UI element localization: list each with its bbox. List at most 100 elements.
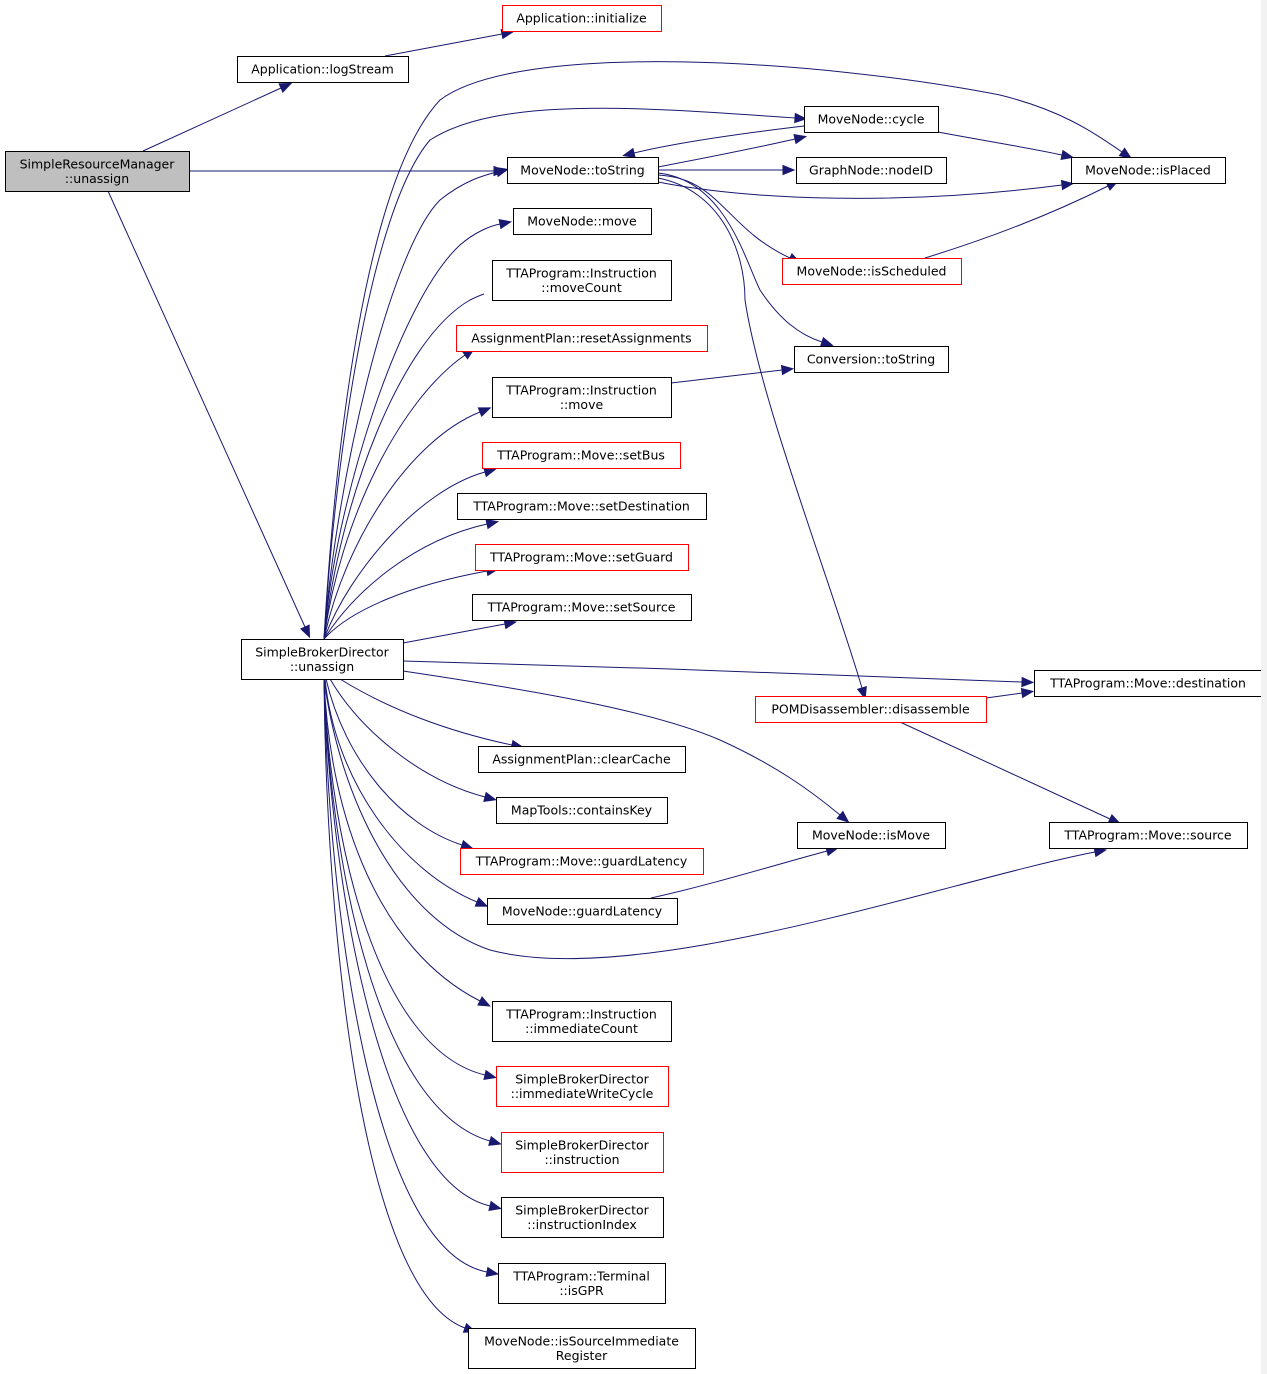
node-sbd-instruction[interactable]: SimpleBrokerDirector::instruction	[501, 1132, 664, 1173]
node-box	[492, 260, 672, 301]
node-box	[478, 746, 686, 773]
arrowhead	[1118, 147, 1133, 159]
node-tta-term-isgpr[interactable]: TTAProgram::Terminal::isGPR	[498, 1263, 666, 1304]
node-label: SimpleBrokerDirector	[515, 1137, 649, 1152]
node-label: MoveNode::guardLatency	[502, 904, 663, 919]
node-sbd-unassign[interactable]: SimpleBrokerDirector::unassign	[241, 639, 404, 680]
node-label: MapTools::containsKey	[511, 803, 653, 818]
node-tta-move-source[interactable]: TTAProgram::Move::source	[1049, 822, 1248, 849]
edge-sbd-unassign-to-ap-reset	[323, 347, 476, 640]
edge-srm-unassign-to-app-logstream	[142, 82, 293, 152]
node-box	[1071, 157, 1226, 184]
node-box	[794, 346, 949, 373]
arrowhead	[300, 624, 311, 639]
arrowhead	[485, 1266, 500, 1278]
edge-sbd-unassign-to-mn-guardlat	[324, 678, 489, 907]
node-mn-isscheduled[interactable]: MoveNode::isScheduled	[782, 258, 962, 285]
node-label: TTAProgram::Move::setDestination	[472, 499, 690, 514]
node-box	[496, 1066, 669, 1107]
node-sbd-instrindex[interactable]: SimpleBrokerDirector::instructionIndex	[501, 1197, 664, 1238]
node-mn-cycle[interactable]: MoveNode::cycle	[804, 106, 939, 133]
node-tta-move-setsource[interactable]: TTAProgram::Move::setSource	[472, 594, 692, 621]
node-mn-tostring[interactable]: MoveNode::toString	[507, 157, 659, 184]
edge-mn-tostring-to-gn-nodeid	[658, 164, 796, 176]
node-ap-reset[interactable]: AssignmentPlan::resetAssignments	[456, 325, 708, 352]
node-label: AssignmentPlan::clearCache	[492, 752, 671, 767]
edge-sbd-unassign-to-tta-move-setsource	[402, 618, 518, 644]
nodes-layer: SimpleResourceManager::unassign Applicati…	[5, 5, 1263, 1369]
arrowhead	[483, 791, 497, 802]
node-app-initialize[interactable]: Application::initialize	[502, 5, 662, 32]
arrowhead	[1020, 687, 1035, 699]
node-label: ::moveCount	[541, 280, 622, 295]
edge-sbd-unassign-to-mn-move	[323, 218, 513, 640]
node-mn-ismove[interactable]: MoveNode::isMove	[797, 822, 946, 849]
node-sbd-immwritecycle[interactable]: SimpleBrokerDirector::immediateWriteCycl…	[496, 1066, 669, 1107]
node-box	[797, 822, 946, 849]
node-box	[457, 493, 707, 520]
node-label: ::unassign	[65, 171, 129, 186]
node-box	[1034, 670, 1263, 697]
node-label: TTAProgram::Move::guardLatency	[475, 854, 688, 869]
node-label: AssignmentPlan::resetAssignments	[471, 331, 691, 346]
arrowhead	[1060, 149, 1075, 161]
node-tta-instr-move[interactable]: TTAProgram::Instruction::move	[492, 377, 672, 418]
node-srm-unassign[interactable]: SimpleResourceManager::unassign	[5, 151, 190, 192]
node-pom-disassemble[interactable]: POMDisassembler::disassemble	[755, 696, 987, 723]
node-label: ::immediateWriteCycle	[511, 1086, 654, 1101]
edge-sbd-unassign-to-mn-isplaced	[323, 61, 1133, 640]
node-mn-guardlat[interactable]: MoveNode::guardLatency	[487, 898, 678, 925]
edge-sbd-unassign-to-mn-cycle	[323, 107, 808, 640]
node-conv-tostring[interactable]: Conversion::toString	[794, 346, 949, 373]
node-box	[456, 325, 708, 352]
edge-mn-isscheduled-to-mn-isplaced	[924, 180, 1120, 259]
edge-sbd-unassign-to-tta-move-setguard	[323, 565, 500, 640]
node-box	[468, 1328, 696, 1369]
node-label: ::isGPR	[559, 1283, 604, 1298]
arrowhead	[488, 1200, 502, 1211]
node-box	[501, 1197, 664, 1238]
edge-srm-unassign-to-mn-tostring	[189, 165, 507, 177]
node-mn-isplaced[interactable]: MoveNode::isPlaced	[1071, 157, 1226, 184]
node-tta-move-setbus[interactable]: TTAProgram::Move::setBus	[482, 442, 681, 469]
node-box	[460, 848, 704, 875]
node-tta-move-setguard[interactable]: TTAProgram::Move::setGuard	[475, 544, 689, 571]
node-box	[492, 1001, 672, 1042]
node-box	[498, 1263, 666, 1304]
node-tta-move-setdest[interactable]: TTAProgram::Move::setDestination	[457, 493, 707, 520]
node-label: Register	[556, 1348, 608, 1363]
node-mt-containskey[interactable]: MapTools::containsKey	[496, 797, 668, 824]
arrowhead	[622, 147, 636, 158]
node-tta-instr-movecount[interactable]: TTAProgram::Instruction::moveCount	[492, 260, 672, 301]
arrowhead	[819, 336, 834, 347]
node-box	[502, 5, 662, 32]
node-tta-instr-immcount[interactable]: TTAProgram::Instruction::immediateCount	[492, 1001, 672, 1042]
edge-sbd-unassign-to-sbd-instruction	[323, 678, 502, 1146]
arrowhead	[780, 364, 795, 376]
edge-pom-disassemble-to-tta-move-source	[899, 721, 1122, 825]
node-label: TTAProgram::Instruction	[505, 265, 657, 280]
node-label: MoveNode::isPlaced	[1085, 163, 1211, 178]
node-tta-move-dest[interactable]: TTAProgram::Move::destination	[1034, 670, 1263, 697]
node-ap-clearcache[interactable]: AssignmentPlan::clearCache	[478, 746, 686, 773]
node-label: SimpleBrokerDirector	[515, 1202, 649, 1217]
node-app-logstream[interactable]: Application::logStream	[237, 56, 409, 83]
edge-sbd-unassign-to-tta-instr-immcount	[323, 678, 491, 1007]
node-tta-move-guardlat[interactable]: TTAProgram::Move::guardLatency	[460, 848, 704, 875]
edge-sbd-unassign-to-tta-instr-move	[323, 407, 492, 640]
arrowhead	[495, 167, 509, 178]
node-box	[1049, 822, 1248, 849]
node-mn-move[interactable]: MoveNode::move	[513, 208, 652, 235]
edge-srm-unassign-to-sbd-unassign	[107, 190, 311, 639]
edge-sbd-unassign-to-tta-move-dest	[402, 660, 1035, 688]
arrowhead	[485, 518, 500, 530]
node-label: POMDisassembler::disassemble	[771, 702, 970, 717]
edge-mn-tostring-to-pom-disassemble	[657, 177, 867, 700]
edge-sbd-unassign-to-tta-move-source	[323, 678, 1108, 960]
node-box	[475, 544, 689, 571]
node-gn-nodeid[interactable]: GraphNode::nodeID	[796, 157, 947, 184]
vertical-scrollbar[interactable]	[1261, 0, 1267, 1374]
node-label: MoveNode::toString	[520, 163, 644, 178]
arrowhead	[1060, 179, 1075, 191]
